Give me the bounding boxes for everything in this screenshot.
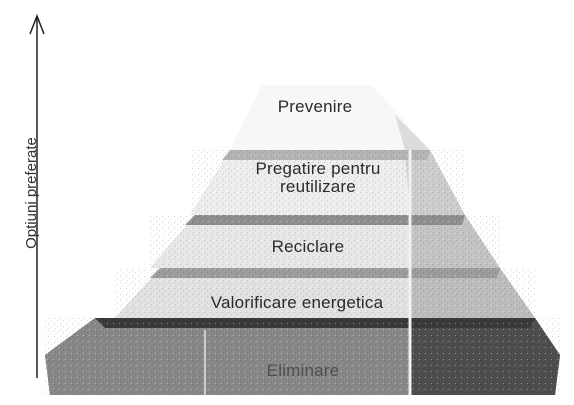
tier-eliminare-shape: [45, 318, 560, 395]
tier-prevenire-shape: [230, 85, 430, 150]
tier-pregatire-shape: [190, 150, 465, 215]
tier-reciclare-shape: [150, 215, 500, 268]
tier-reciclare-label: Reciclare: [271, 237, 345, 256]
tier-valorificare-shape: [115, 268, 535, 318]
axis-label: Optiuni preferate: [23, 137, 40, 249]
tier-pregatire-label-line2: reutilizare: [280, 176, 356, 196]
tier-pregatire-label-line1: Pregatire pentru: [255, 159, 381, 178]
tier-valorificare-label: Valorificare energetica: [210, 293, 384, 312]
tier-pregatire-label: Pregatire pentru reutilizare: [228, 160, 408, 196]
tier-prevenire-label: Prevenire: [277, 97, 353, 116]
preference-arrow: [29, 13, 45, 378]
tier-eliminare-label: Eliminare: [266, 361, 340, 380]
